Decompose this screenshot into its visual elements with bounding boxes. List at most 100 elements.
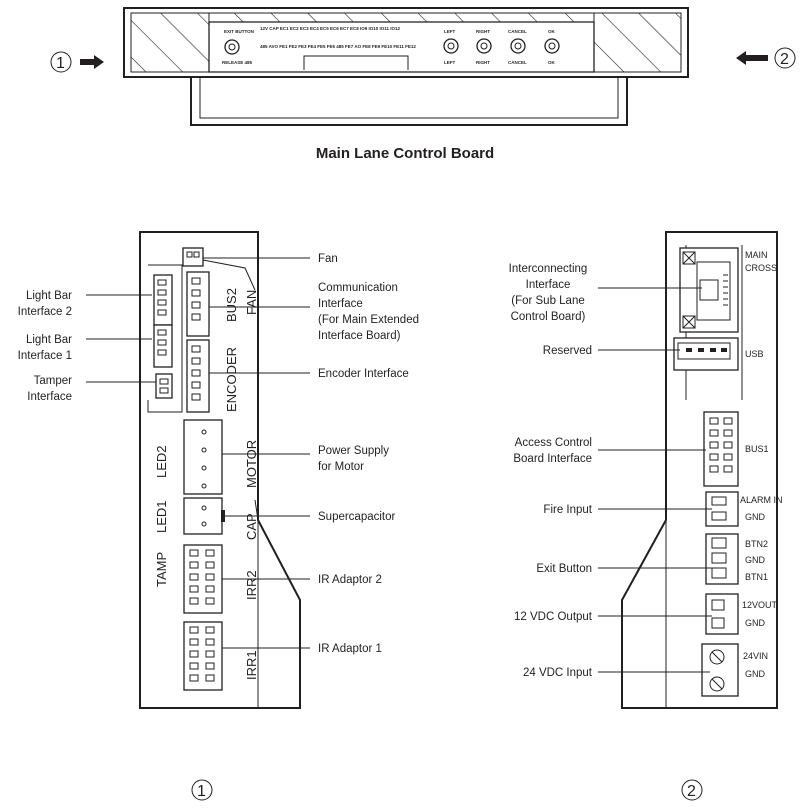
board-label-usb: USB [745,349,764,359]
svg-text:Reserved: Reserved [543,345,592,357]
svg-text:Light Bar: Light Bar [26,290,72,302]
exit-button-connector [705,533,739,585]
svg-text:Interface 2: Interface 2 [18,306,72,318]
callout-reserved: Reserved [543,345,592,357]
svg-text:LEFT: LEFT [444,60,455,65]
callout-light-bar-2: Light Bar Interface 2 [18,290,73,318]
callout-ir-adaptor-1: IR Adaptor 1 [318,643,382,655]
svg-text:Tamper: Tamper [34,375,73,387]
panel-strip-top: 12V CAP EC1 EC2 EC3 EC4 EC5 EC6 EC7 EC8 … [260,26,400,31]
svg-text:Access Control: Access Control [515,437,592,449]
exit-button-circle [224,39,240,55]
board-label-gnd-4: GND [745,669,766,679]
marker-circle-left-view [191,779,213,801]
svg-text:(For Main Extended: (For Main Extended [318,314,419,326]
board-label-btn1: BTN1 [745,572,768,582]
board-label-gnd-1: GND [745,512,766,522]
left-board-view: BUS2 FAN ENCODER MOTOR CAP IRR2 IRR1 LED… [18,231,419,801]
callout-fan: Fan [318,253,338,265]
board-label-bus1: BUS1 [745,444,769,454]
panel-strip-bottom: 485 AVO FE1 FE2 FE3 FE4 FE5 FE6 485 FE7 … [260,44,416,49]
board-label-tamp: TAMP [154,552,169,587]
board-label-24vin: 24VIN [743,651,768,661]
panel-button-right: RIGHT RIGHT [476,29,492,65]
board-label-gnd-2: GND [745,555,766,565]
svg-text:IR Adaptor 2: IR Adaptor 2 [318,574,382,586]
svg-text:Fire Input: Fire Input [543,504,592,516]
svg-text:Interface: Interface [27,391,72,403]
arrow-right-icon [80,55,104,69]
svg-text:Power Supply: Power Supply [318,445,389,457]
motor-connector [183,419,223,495]
callout-supercapacitor: Supercapacitor [318,511,396,523]
board-label-btn2: BTN2 [745,539,768,549]
panel-label-exit: EXIT BUTTON [224,29,254,34]
marker-circle-2 [774,47,796,69]
board-label-led1: LED1 [154,500,169,533]
callout-fire-input: Fire Input [543,504,592,516]
svg-text:for Motor: for Motor [318,461,364,473]
panel-label-release: RELEASE 485 [222,60,253,65]
arrow-left-icon [736,51,768,65]
callout-motor-power: Power Supply for Motor [318,445,389,473]
svg-text:Exit Button: Exit Button [536,563,592,575]
callout-encoder: Encoder Interface [318,368,409,380]
control-panel [208,21,595,73]
marker-circle-1 [50,51,72,73]
svg-text:IR Adaptor 1: IR Adaptor 1 [318,643,382,655]
svg-text:RIGHT: RIGHT [476,29,490,34]
svg-text:12 VDC Output: 12 VDC Output [514,611,593,623]
fan-connector [182,247,204,267]
supercap-connector [183,497,223,535]
bus2-connector [186,271,210,337]
panel-button-cancel: CANCEL CANCEL [508,29,527,65]
svg-text:Board Interface: Board Interface [513,453,592,465]
svg-text:24 VDC Input: 24 VDC Input [523,667,593,679]
main-title: Main Lane Control Board [316,145,494,162]
device-stand [190,77,628,126]
svg-text:Interface Board): Interface Board) [318,330,401,342]
12v-output-connector [705,593,739,635]
marker-number-1: 1 [56,55,65,72]
board-label-fan: FAN [244,290,259,315]
board-label-bus2: BUS2 [224,288,239,322]
board-label-irr2: IRR2 [244,570,259,600]
board-label-irr1: IRR1 [244,650,259,680]
svg-text:(For Sub Lane: (For Sub Lane [511,295,585,307]
svg-text:CANCEL: CANCEL [508,29,527,34]
right-board-view: MAIN CROSS USB BUS1 ALARM IN GND BTN2 GN… [509,231,783,801]
svg-text:OK: OK [548,29,556,34]
board-label-cap: CAP [244,513,259,540]
marker-number-right-view: 2 [687,783,696,800]
svg-text:RIGHT: RIGHT [476,60,490,65]
svg-text:OK: OK [548,60,556,65]
svg-text:Interconnecting: Interconnecting [509,263,588,275]
callout-communication: Communication Interface (For Main Extend… [318,282,419,342]
callout-tamper: Tamper Interface [27,375,72,403]
main-cross-connector [679,247,739,333]
board-label-gnd-3: GND [745,618,766,628]
board-label-encoder: ENCODER [224,347,239,412]
svg-text:LEFT: LEFT [444,29,455,34]
marker-circle-right-view [681,779,703,801]
panel-button-left: LEFT LEFT [443,29,459,65]
24v-input-connector [701,643,739,697]
svg-text:Communication: Communication [318,282,398,294]
tamper-connector [155,373,173,399]
svg-text:Control Board): Control Board) [511,311,586,323]
panel-button-ok: OK OK [544,29,560,65]
marker-number-2: 2 [780,51,789,68]
svg-text:Light Bar: Light Bar [26,334,72,346]
board-label-led2: LED2 [154,445,169,478]
svg-text:Encoder Interface: Encoder Interface [318,368,409,380]
svg-text:Supercapacitor: Supercapacitor [318,511,396,523]
svg-text:CANCEL: CANCEL [508,60,527,65]
callout-exit-button: Exit Button [536,563,592,575]
svg-text:Interface 1: Interface 1 [18,350,72,362]
callout-light-bar-1: Light Bar Interface 1 [18,334,73,362]
top-device-view: EXIT BUTTON RELEASE 485 12V CAP EC1 EC2 … [50,7,796,162]
callout-24vdc-input: 24 VDC Input [523,667,593,679]
board-label-cross: CROSS [745,263,777,273]
svg-text:Interface: Interface [318,298,363,310]
board-label-alarm-in: ALARM IN [740,495,783,505]
